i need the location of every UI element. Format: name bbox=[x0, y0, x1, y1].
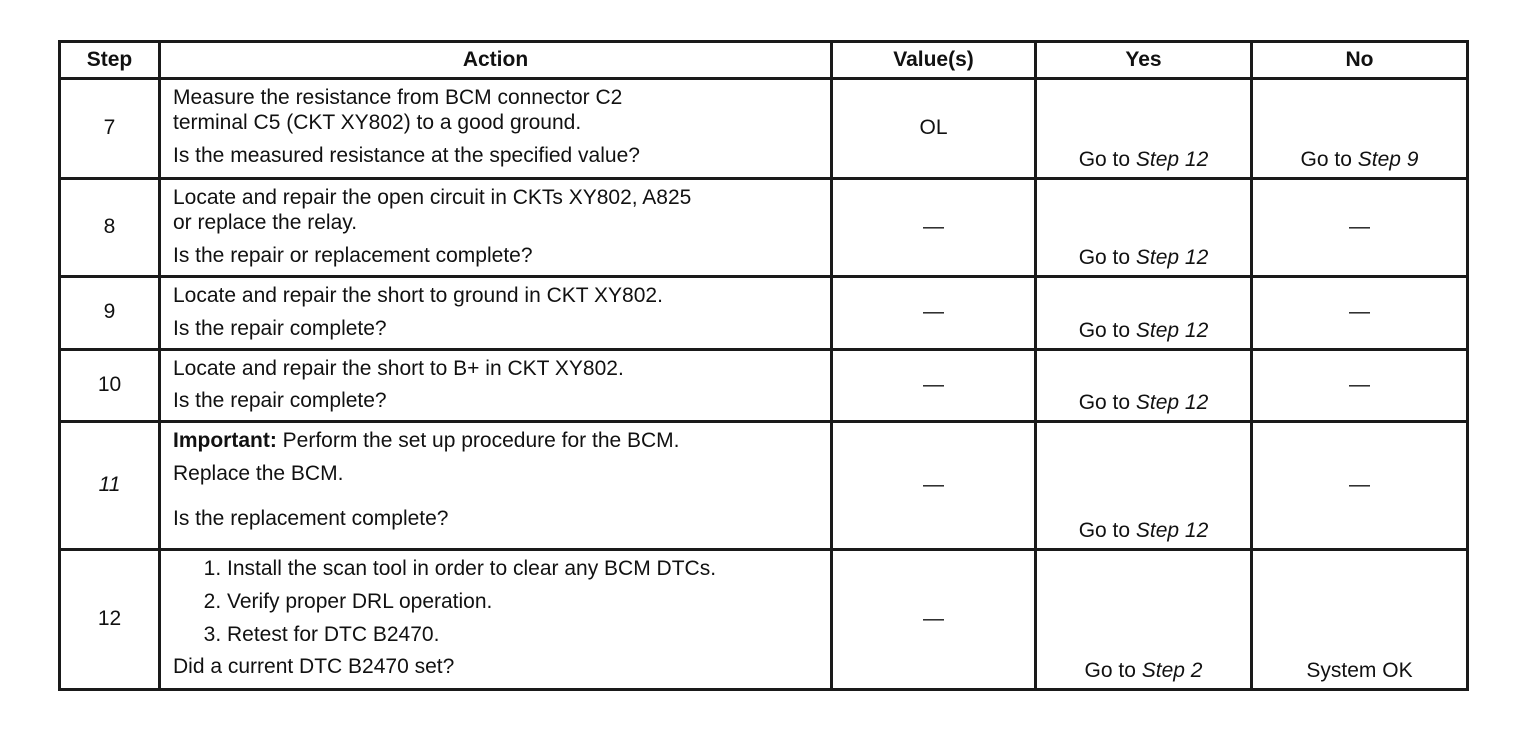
step-number: 11 bbox=[58, 420, 161, 552]
procedure-list: Install the scan tool in order to clear … bbox=[173, 557, 820, 647]
go-to-text: Go to bbox=[1078, 519, 1136, 543]
table-row: 11 Important: Perform the set up procedu… bbox=[58, 420, 1469, 552]
action-cell: Locate and repair the open circuit in CK… bbox=[158, 177, 833, 278]
yes-cell: Go to Step 12 bbox=[1034, 77, 1253, 180]
yes-step-ref: Step 12 bbox=[1135, 148, 1209, 172]
no-cell: — bbox=[1250, 347, 1469, 424]
step-number: 9 bbox=[58, 275, 161, 351]
header-row: Step Action Value(s) Yes No bbox=[58, 40, 1469, 80]
yes-cell: Go to Step 12 bbox=[1034, 420, 1253, 552]
go-to-text: Go to bbox=[1078, 246, 1136, 270]
header-values: Value(s) bbox=[830, 40, 1037, 80]
value-cell: — bbox=[830, 275, 1037, 351]
header-yes: Yes bbox=[1034, 40, 1253, 80]
no-cell: System OK bbox=[1250, 548, 1469, 692]
action-text: Measure the resistance from BCM connecto… bbox=[173, 86, 623, 109]
yes-step-ref: Step 12 bbox=[1135, 391, 1209, 415]
list-item: Install the scan tool in order to clear … bbox=[227, 557, 820, 582]
yes-cell: Go to Step 2 bbox=[1034, 548, 1253, 692]
list-item: Retest for DTC B2470. bbox=[227, 623, 820, 648]
action-text: Locate and repair the short to ground in… bbox=[173, 284, 663, 307]
action-question: Is the repair complete? bbox=[173, 316, 387, 340]
header-step: Step bbox=[58, 40, 161, 80]
go-to-text: Go to bbox=[1300, 148, 1358, 172]
no-cell: Go to Step 9 bbox=[1250, 77, 1469, 180]
action-cell: Measure the resistance from BCM connecto… bbox=[158, 77, 833, 180]
table-row: 12 Install the scan tool in order to cle… bbox=[58, 548, 1469, 692]
value-cell: — bbox=[830, 420, 1037, 552]
go-to-text: Go to bbox=[1078, 391, 1136, 415]
action-text: Locate and repair the short to B+ in CKT… bbox=[173, 356, 624, 380]
go-to-text: Go to bbox=[1078, 318, 1136, 342]
yes-step-ref: Step 2 bbox=[1141, 659, 1203, 683]
yes-step-ref: Step 12 bbox=[1135, 318, 1209, 342]
important-note: Important: Perform the set up procedure … bbox=[173, 429, 820, 454]
yes-cell: Go to Step 12 bbox=[1034, 177, 1253, 278]
action-text: Replace the BCM. bbox=[173, 461, 344, 485]
no-cell: — bbox=[1250, 420, 1469, 552]
list-item: Verify proper DRL operation. bbox=[227, 590, 820, 615]
yes-cell: Go to Step 12 bbox=[1034, 275, 1253, 351]
step-number: 8 bbox=[58, 177, 161, 278]
yes-step-ref: Step 12 bbox=[1135, 246, 1209, 270]
important-label: Important: bbox=[173, 429, 277, 453]
no-step-ref: Step 9 bbox=[1357, 148, 1419, 172]
go-to-text: Go to bbox=[1084, 659, 1142, 683]
action-text: or replace the relay. bbox=[173, 210, 358, 234]
important-text: Perform the set up procedure for the BCM… bbox=[276, 429, 680, 453]
yes-step-ref: Step 12 bbox=[1135, 519, 1209, 543]
action-question: Did a current DTC B2470 set? bbox=[173, 655, 455, 679]
step-number: 12 bbox=[58, 548, 161, 692]
table-row: 9 Locate and repair the short to ground … bbox=[58, 275, 1469, 351]
value-cell: — bbox=[830, 548, 1037, 692]
step-number: 10 bbox=[58, 347, 161, 424]
action-cell: Important: Perform the set up procedure … bbox=[158, 420, 833, 552]
action-question: Is the repair complete? bbox=[173, 389, 387, 413]
diagnostic-table: Step Action Value(s) Yes No 7 Measure th… bbox=[58, 40, 1469, 692]
action-question: Is the replacement complete? bbox=[173, 506, 449, 530]
action-question: Is the repair or replacement complete? bbox=[173, 243, 533, 267]
table-row: 8 Locate and repair the open circuit in … bbox=[58, 177, 1469, 278]
no-cell: — bbox=[1250, 177, 1469, 278]
header-action: Action bbox=[158, 40, 833, 80]
value-cell: — bbox=[830, 347, 1037, 424]
value-cell: OL bbox=[830, 77, 1037, 180]
step-number: 7 bbox=[58, 77, 161, 180]
action-cell: Locate and repair the short to ground in… bbox=[158, 275, 833, 351]
action-question: Is the measured resistance at the specif… bbox=[173, 143, 640, 167]
action-text: Locate and repair the open circuit in CK… bbox=[173, 186, 692, 209]
table-row: 10 Locate and repair the short to B+ in … bbox=[58, 347, 1469, 424]
action-cell: Install the scan tool in order to clear … bbox=[158, 548, 833, 692]
value-cell: — bbox=[830, 177, 1037, 278]
action-text: terminal C5 (CKT XY802) to a good ground… bbox=[173, 110, 582, 134]
header-no: No bbox=[1250, 40, 1469, 80]
yes-cell: Go to Step 12 bbox=[1034, 347, 1253, 424]
go-to-text: Go to bbox=[1078, 148, 1136, 172]
action-cell: Locate and repair the short to B+ in CKT… bbox=[158, 347, 833, 424]
no-cell: — bbox=[1250, 275, 1469, 351]
table-row: 7 Measure the resistance from BCM connec… bbox=[58, 77, 1469, 180]
